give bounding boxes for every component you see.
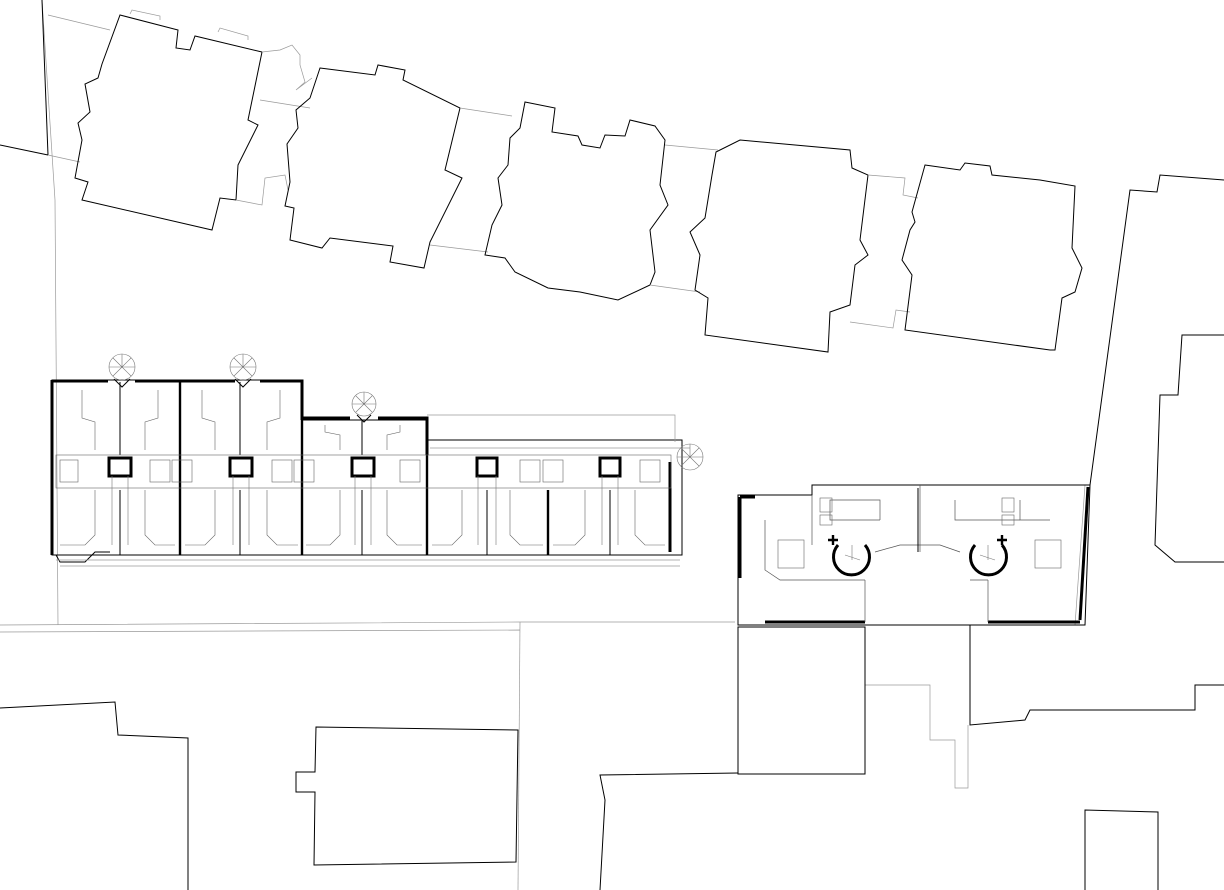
villa-2-outline <box>284 64 463 269</box>
villa-4-outline <box>689 139 869 353</box>
building-lower-left <box>0 701 189 890</box>
stair-cores <box>107 456 622 545</box>
round-stair-tower-left <box>828 535 871 577</box>
villa-1-outline <box>74 14 263 231</box>
building-lower-square <box>737 626 866 775</box>
round-stair-tower-right <box>969 535 1008 577</box>
lower-buildings <box>0 626 866 890</box>
villa-5-outline <box>901 162 1083 351</box>
east-housing-block <box>737 484 1091 626</box>
spiral-stairs <box>108 353 704 471</box>
building-lower-middle <box>295 726 519 866</box>
villa-3-outline <box>484 101 669 301</box>
existing-villas-row <box>74 9 1083 353</box>
terrace-housing-block <box>50 353 704 567</box>
